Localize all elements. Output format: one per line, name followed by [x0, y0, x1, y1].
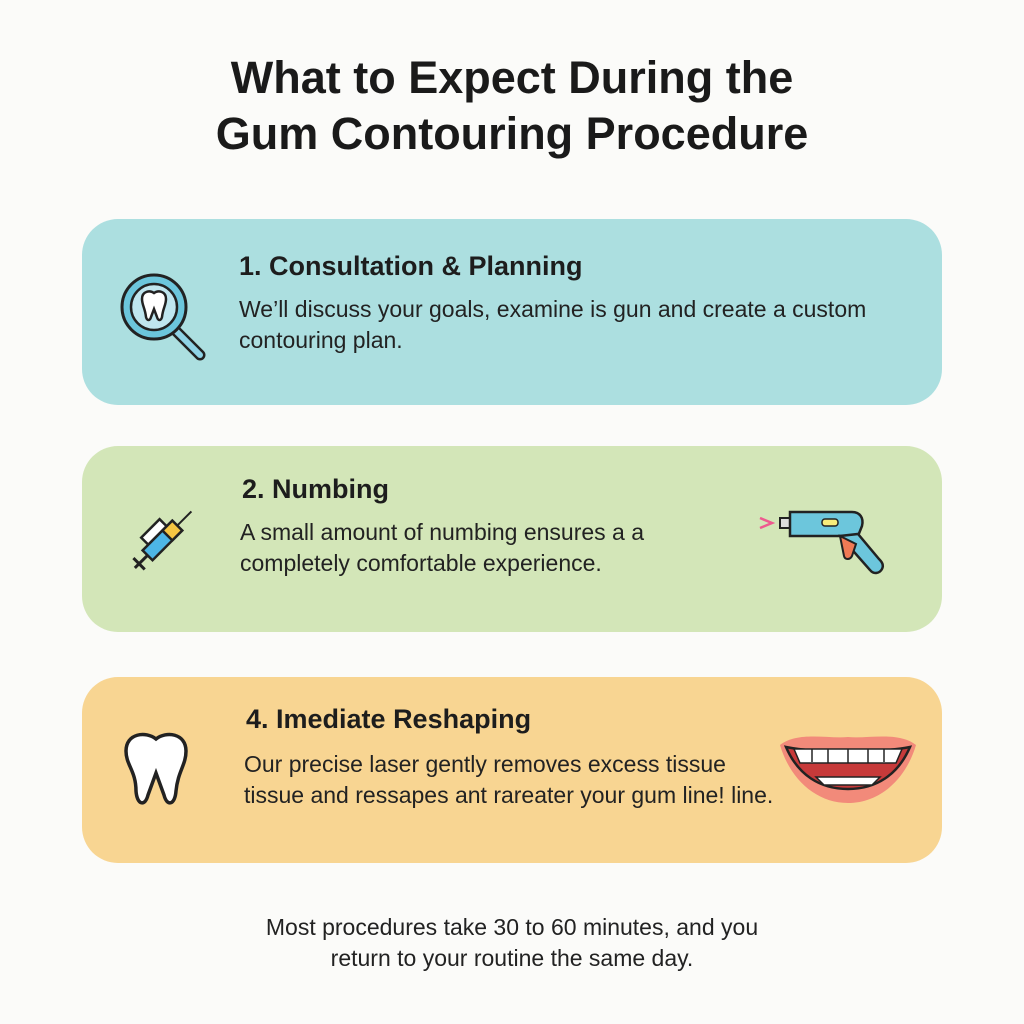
- step-card-consultation: 1. Consultation & Planning We’ll discuss…: [82, 219, 942, 405]
- step-card-numbing: 2. Numbing A small amount of numbing ens…: [82, 446, 942, 632]
- laser-tool-icon: [759, 510, 885, 575]
- tooth-icon: [124, 732, 188, 805]
- page-title: What to Expect During the Gum Contouring…: [215, 52, 809, 159]
- step-card-reshaping: 4. Imediate Reshaping Our precise laser …: [82, 677, 942, 863]
- syringe-icon: [132, 510, 193, 571]
- smile-icon: [780, 736, 916, 803]
- footer-note: Most procedures take 30 to 60 minutes, a…: [265, 914, 759, 971]
- magnifier-tooth-icon: [120, 273, 206, 361]
